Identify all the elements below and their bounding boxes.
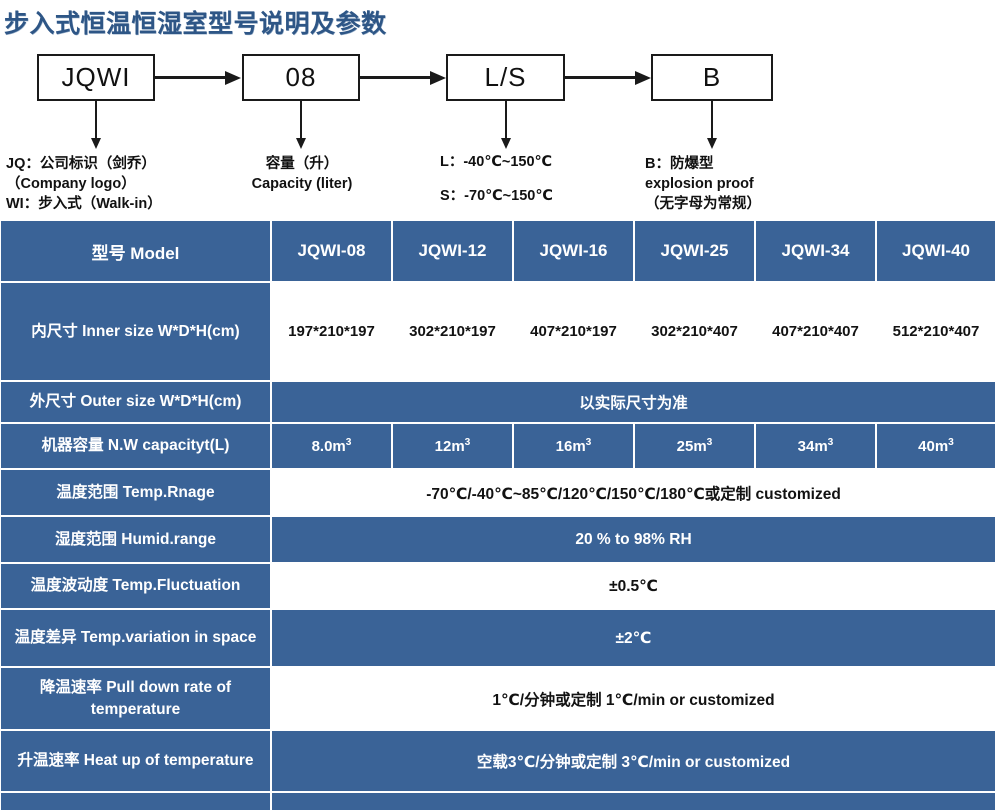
row-value-1: 8.0m3 xyxy=(271,423,392,469)
code-box-temprange-label: L/S xyxy=(484,62,527,92)
row-value-3: 16m3 xyxy=(513,423,634,469)
row-value-6: 40m3 xyxy=(876,423,996,469)
legend-temprange: L：-40℃~150℃ S：-70℃~150℃ xyxy=(440,154,553,204)
row-value-1: 197*210*197 xyxy=(271,282,392,381)
row-value-span xyxy=(271,792,996,810)
arrow-line-2 xyxy=(360,76,432,79)
table-header-model: 型号 Model xyxy=(0,220,271,282)
table-row: 温度差异 Temp.variation in space±2℃ xyxy=(0,609,996,667)
arrow-line-1 xyxy=(155,76,227,79)
code-box-explosionproof: B xyxy=(651,54,773,101)
down-head-4 xyxy=(706,138,717,149)
code-box-capacity-label: 08 xyxy=(285,62,317,92)
row-label: 内尺寸 Inner size W*D*H(cm) xyxy=(0,282,271,381)
row-value-6: 512*210*407 xyxy=(876,282,996,381)
code-box-temprange: L/S xyxy=(446,54,565,101)
row-label: 外尺寸 Outer size W*D*H(cm) xyxy=(0,381,271,423)
row-value-span: 空载3℃/分钟或定制 3℃/min or customized xyxy=(271,730,996,792)
table-header-model-1: JQWI-08 xyxy=(271,220,392,282)
code-box-capacity: 08 xyxy=(242,54,360,101)
table-header-model-2: JQWI-12 xyxy=(392,220,513,282)
row-label xyxy=(0,792,271,810)
page-title: 步入式恒温恒湿室型号说明及参数 xyxy=(4,10,387,38)
table-row: 外尺寸 Outer size W*D*H(cm)以实际尺寸为准 xyxy=(0,381,996,423)
row-value-span: 1℃/分钟或定制 1℃/min or customized xyxy=(271,667,996,730)
row-value-4: 302*210*407 xyxy=(634,282,755,381)
arrow-head-2 xyxy=(430,70,446,85)
down-line-4 xyxy=(711,101,713,140)
row-label: 温度差异 Temp.variation in space xyxy=(0,609,271,667)
row-value-2: 12m3 xyxy=(392,423,513,469)
row-value-span: ±0.5℃ xyxy=(271,563,996,609)
table-header-model-3: JQWI-16 xyxy=(513,220,634,282)
table-row: 温度范围 Temp.Rnage-70℃/-40℃~85℃/120℃/150℃/1… xyxy=(0,469,996,516)
legend-explosionproof: B：防爆型 explosion proof （无字母为常规） xyxy=(645,156,761,212)
down-head-1 xyxy=(90,138,101,149)
down-line-3 xyxy=(505,101,507,140)
row-label: 升温速率 Heat up of temperature xyxy=(0,730,271,792)
table-header-model-5: JQWI-34 xyxy=(755,220,876,282)
arrow-head-1 xyxy=(225,70,241,85)
table-header-model-6: JQWI-40 xyxy=(876,220,996,282)
row-value-2: 302*210*197 xyxy=(392,282,513,381)
row-value-span: 20 % to 98% RH xyxy=(271,516,996,563)
legend-capacity: 容量（升） Capacity (liter) xyxy=(251,156,353,192)
legend-jqwi: JQ：公司标识（剑乔） （Company logo） WI：步入式（Walk-i… xyxy=(6,156,162,212)
row-label: 湿度范围 Humid.range xyxy=(0,516,271,563)
down-head-2 xyxy=(295,138,306,149)
down-line-1 xyxy=(95,101,97,140)
arrow-line-3 xyxy=(565,76,637,79)
row-label: 温度波动度 Temp.Fluctuation xyxy=(0,563,271,609)
row-value-span: -70℃/-40℃~85℃/120℃/150℃/180℃或定制 customiz… xyxy=(271,469,996,516)
row-value-span: ±2℃ xyxy=(271,609,996,667)
row-value-4: 25m3 xyxy=(634,423,755,469)
table-row: 温度波动度 Temp.Fluctuation±0.5℃ xyxy=(0,563,996,609)
row-value-3: 407*210*197 xyxy=(513,282,634,381)
model-code-diagram: JQWI 08 L/S B JQ：公司标识（剑乔） （Company logo）… xyxy=(0,44,996,220)
row-value-span: 以实际尺寸为准 xyxy=(271,381,996,423)
down-line-2 xyxy=(300,101,302,140)
code-box-jqwi: JQWI xyxy=(37,54,155,101)
code-box-jqwi-label: JQWI xyxy=(61,62,131,92)
row-value-5: 34m3 xyxy=(755,423,876,469)
row-label: 温度范围 Temp.Rnage xyxy=(0,469,271,516)
table-header-model-4: JQWI-25 xyxy=(634,220,755,282)
down-head-3 xyxy=(500,138,511,149)
code-box-explosionproof-label: B xyxy=(702,62,722,92)
table-row xyxy=(0,792,996,810)
arrow-head-3 xyxy=(635,70,651,85)
row-label: 机器容量 N.W capacityt(L) xyxy=(0,423,271,469)
row-value-5: 407*210*407 xyxy=(755,282,876,381)
row-label: 降温速率 Pull down rate of temperature xyxy=(0,667,271,730)
